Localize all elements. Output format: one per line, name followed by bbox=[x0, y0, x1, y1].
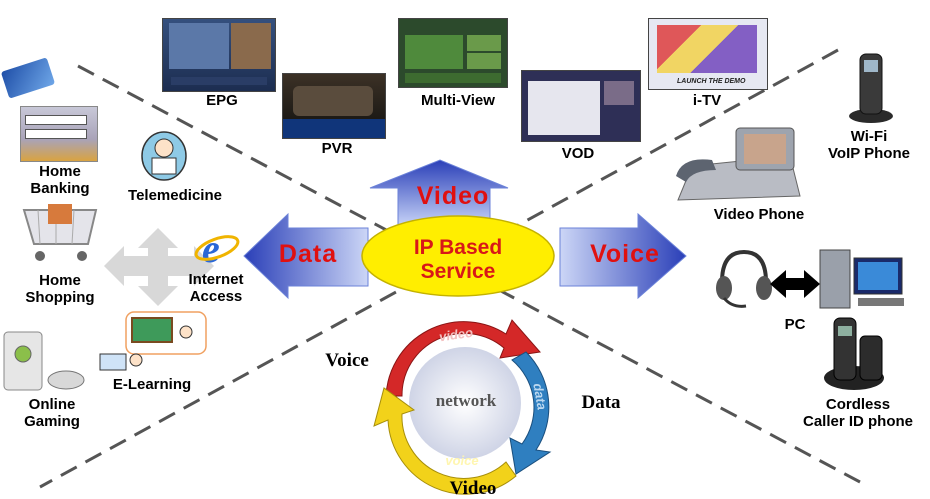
multiview-sub1 bbox=[467, 35, 501, 51]
wifi-phone-label: Wi-Fi VoIP Phone bbox=[808, 128, 930, 162]
shopping-cart-icon bbox=[18, 200, 102, 264]
internet-access-label: Internet Access bbox=[176, 271, 256, 305]
internet-explorer-icon: e bbox=[192, 228, 242, 268]
video-phone-label: Video Phone bbox=[713, 206, 805, 223]
home-shopping-line1: Home bbox=[39, 272, 81, 289]
divider-line-down bbox=[77, 64, 861, 484]
network-text: network bbox=[435, 391, 497, 410]
voice-arrow-label: Voice bbox=[590, 240, 660, 268]
telemedicine-label: Telemedicine bbox=[128, 187, 222, 204]
cycle-data-label: Data bbox=[581, 392, 621, 413]
vod-label: VOD bbox=[561, 145, 595, 162]
pvr-screen-thumbnail bbox=[282, 73, 386, 139]
cordless-phone-icon bbox=[820, 316, 888, 392]
wifi-phone-line1: Wi-Fi bbox=[850, 128, 888, 145]
internet-access-line2: Access bbox=[189, 288, 243, 305]
vod-screen-thumbnail bbox=[521, 70, 641, 142]
doctor-svg bbox=[141, 131, 187, 181]
svg-text:e: e bbox=[202, 228, 220, 268]
ip-based-line1: IP Based bbox=[413, 236, 503, 259]
online-gaming-line1: Online bbox=[28, 396, 76, 413]
ip-based-service-text: IP Based Service bbox=[380, 236, 536, 284]
game-console-icon bbox=[2, 330, 88, 392]
epg-toolbar bbox=[171, 77, 267, 85]
ie-svg: e bbox=[194, 228, 240, 268]
cart-svg bbox=[22, 204, 98, 261]
internet-access-line1: Internet bbox=[188, 271, 244, 288]
banking-password-field bbox=[25, 129, 87, 139]
home-banking-image bbox=[20, 106, 98, 162]
video-arrow-label: Video bbox=[416, 182, 490, 210]
headset-svg bbox=[716, 249, 772, 308]
cordless-line1: Cordless bbox=[825, 396, 891, 413]
ip-based-line2: Service bbox=[420, 260, 496, 283]
data-arrow-label: Data bbox=[278, 240, 338, 268]
pc-svg bbox=[819, 249, 904, 309]
telemedicine-doctor-icon bbox=[140, 130, 188, 182]
headset-icon bbox=[712, 248, 772, 310]
epg-screen-thumbnail bbox=[162, 18, 276, 92]
cordless-svg bbox=[824, 317, 884, 390]
epg-video bbox=[231, 23, 271, 69]
home-banking-label: Home Banking bbox=[18, 163, 102, 197]
banking-login-field bbox=[25, 115, 87, 125]
wifi-phone-line2: VoIP Phone bbox=[828, 145, 910, 162]
e-learning-icon bbox=[96, 310, 208, 374]
itv-demo-banner[interactable]: LAUNCH THE DEMO bbox=[677, 78, 746, 85]
vod-preview bbox=[604, 81, 634, 105]
cordless-line2: Caller ID phone bbox=[802, 413, 914, 430]
home-banking-line2: Banking bbox=[30, 180, 90, 197]
pc-tower-icon bbox=[818, 246, 906, 312]
vod-list bbox=[528, 81, 600, 135]
video-phone-icon bbox=[672, 126, 806, 204]
itv-label: i-TV bbox=[692, 92, 722, 109]
multiview-sub2 bbox=[467, 53, 501, 69]
pvr-people bbox=[293, 86, 373, 116]
multiview-label: Multi-View bbox=[421, 92, 495, 109]
online-gaming-label: Online Gaming bbox=[10, 396, 94, 430]
itv-screen-thumbnail: LAUNCH THE DEMO bbox=[648, 18, 768, 90]
elearning-svg bbox=[99, 311, 207, 371]
cordless-label: Cordless Caller ID phone bbox=[786, 396, 930, 430]
multiview-strip bbox=[405, 73, 501, 83]
epg-grid bbox=[169, 23, 229, 69]
pvr-label: PVR bbox=[321, 140, 353, 157]
home-shopping-label: Home Shopping bbox=[14, 272, 106, 306]
multiview-screen-thumbnail bbox=[398, 18, 508, 88]
wifi-phone-icon bbox=[846, 52, 896, 124]
pc-label: PC bbox=[784, 316, 806, 333]
cycle-video-label: Video bbox=[449, 478, 497, 499]
console-svg bbox=[3, 331, 85, 391]
itv-map bbox=[657, 25, 757, 73]
e-learning-label: E-Learning bbox=[112, 376, 192, 393]
ring-voice-text: voice bbox=[445, 453, 479, 468]
multiview-main bbox=[405, 35, 463, 69]
home-shopping-line2: Shopping bbox=[25, 289, 95, 306]
video-phone-svg bbox=[676, 127, 801, 201]
wifi-phone-svg bbox=[849, 53, 893, 123]
online-gaming-line2: Gaming bbox=[24, 413, 80, 430]
home-banking-line1: Home bbox=[39, 163, 81, 180]
epg-label: EPG bbox=[206, 92, 238, 109]
cycle-voice-label: Voice bbox=[325, 350, 369, 371]
